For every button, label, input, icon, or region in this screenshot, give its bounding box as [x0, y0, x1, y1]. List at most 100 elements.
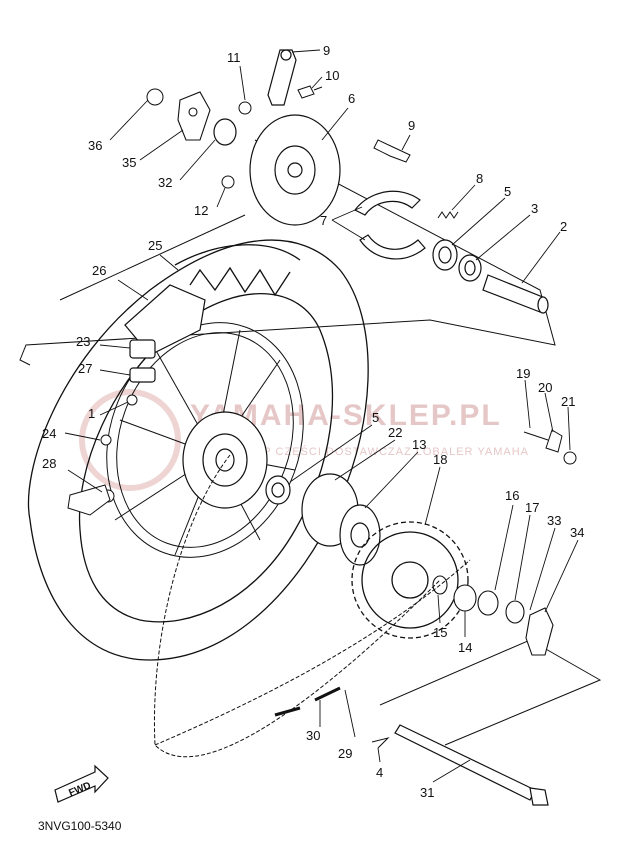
leader-23 — [334, 439, 396, 481]
bearing-5-lower — [265, 475, 291, 505]
leader-36 — [139, 129, 184, 161]
cotter-pin-4 — [371, 737, 390, 749]
callout-9: 9 — [408, 118, 415, 133]
leader-19 — [424, 466, 441, 526]
callout-26: 25 — [148, 238, 162, 253]
leader-35 — [544, 539, 579, 613]
callout-12: 11 — [227, 50, 241, 65]
callout-25: 24 — [42, 426, 56, 441]
leader-26 — [159, 254, 179, 271]
seal-inner — [464, 260, 476, 276]
callout-28: 27 — [78, 361, 92, 376]
callout-6: 6 — [348, 91, 355, 106]
cam-lever — [267, 49, 297, 106]
chain-joint-links — [274, 686, 341, 717]
wheel-hub — [182, 411, 268, 509]
callout-15: 14 — [458, 640, 472, 655]
callout-35: 34 — [570, 525, 584, 540]
collar-2 — [482, 274, 549, 314]
leader-14 — [364, 451, 419, 509]
axle-group-bracket — [379, 639, 602, 746]
leader-12 — [239, 65, 246, 101]
spacer-end — [537, 296, 549, 314]
nut-37 — [146, 88, 164, 106]
nut — [221, 175, 235, 189]
hub-fasteners — [67, 394, 138, 516]
forward-arrow: FWD — [54, 764, 109, 803]
callout-14: 13 — [412, 437, 426, 452]
watermark: YAMAHA-SKLEP.PL TWÓJ SKLEP CZĘŚCI DOSTAW… — [79, 389, 528, 491]
callout-27: 26 — [92, 263, 106, 278]
tire-lever — [67, 484, 111, 516]
callout-29: 28 — [42, 456, 56, 471]
leader-21 — [544, 392, 554, 433]
leader-lines — [64, 49, 579, 783]
callout-36: 35 — [122, 155, 136, 170]
shaft-9 — [373, 139, 411, 163]
callout-22: 21 — [561, 394, 575, 409]
leader-32 — [432, 759, 471, 783]
adjuster-bolt-set — [523, 429, 577, 465]
callout-19: 18 — [433, 452, 447, 467]
nut — [238, 101, 252, 115]
bearing-inner — [271, 482, 285, 498]
leader-9 — [401, 134, 411, 151]
leader-37 — [109, 99, 149, 141]
collar-17 — [505, 600, 525, 624]
spring — [437, 211, 459, 219]
spacer-tube — [482, 274, 546, 313]
rim-band-tube — [124, 284, 206, 383]
right-side-bearings — [432, 575, 525, 624]
collar — [213, 118, 237, 146]
sprocket-body — [361, 531, 459, 629]
brake-plate-bore — [287, 162, 303, 178]
leader-34 — [529, 527, 556, 611]
leader-7b — [331, 219, 366, 241]
puller-hole — [188, 107, 198, 117]
axle-head — [529, 787, 549, 806]
leader-13 — [216, 187, 226, 208]
callout-10: 9 — [323, 43, 330, 58]
cam-lever-hole — [280, 49, 292, 61]
tire-outer-outline — [27, 239, 369, 661]
callout-17: 16 — [505, 488, 519, 503]
tube — [129, 339, 156, 359]
leader-29 — [67, 469, 103, 493]
chain-puller-36 — [177, 91, 211, 141]
rim-lock — [129, 367, 156, 383]
leader-25 — [64, 432, 101, 441]
nut-13 — [221, 175, 235, 189]
callout-1: 1 — [88, 406, 95, 421]
brake-cam-lever — [267, 49, 297, 106]
rim-inner — [116, 332, 294, 548]
oil-seal-15 — [477, 590, 499, 616]
sprocket-center — [391, 561, 429, 599]
leader-24 — [99, 344, 131, 349]
hub-bolt — [126, 394, 138, 406]
callout-24: 23 — [76, 334, 90, 349]
bolt-shaft — [313, 86, 323, 91]
tread-blocks — [189, 266, 291, 297]
chain-puller — [525, 607, 554, 656]
leader-3 — [475, 214, 531, 261]
leader-17 — [494, 504, 514, 591]
callout-11: 10 — [325, 68, 339, 83]
leader-20 — [524, 379, 531, 429]
nut — [146, 88, 164, 106]
cam-shaft — [373, 139, 411, 163]
leader-33 — [179, 139, 216, 181]
brake-shoe-plate — [249, 114, 341, 226]
tread-pattern-edge — [174, 244, 301, 266]
hub-group-line — [59, 214, 246, 301]
brake-shoe-upper — [354, 190, 421, 216]
leader-8 — [451, 184, 476, 211]
fwd-arrow-shape — [54, 764, 109, 803]
leader-11 — [311, 76, 323, 89]
drawing-code: 3NVG100-5340 — [38, 819, 122, 833]
drive-chain — [153, 454, 471, 758]
chain-lower-run — [154, 559, 471, 746]
callout-16: 15 — [433, 625, 447, 640]
leader-1 — [99, 401, 129, 416]
callout-7: 7 — [320, 213, 327, 228]
bolt-head — [297, 85, 315, 99]
